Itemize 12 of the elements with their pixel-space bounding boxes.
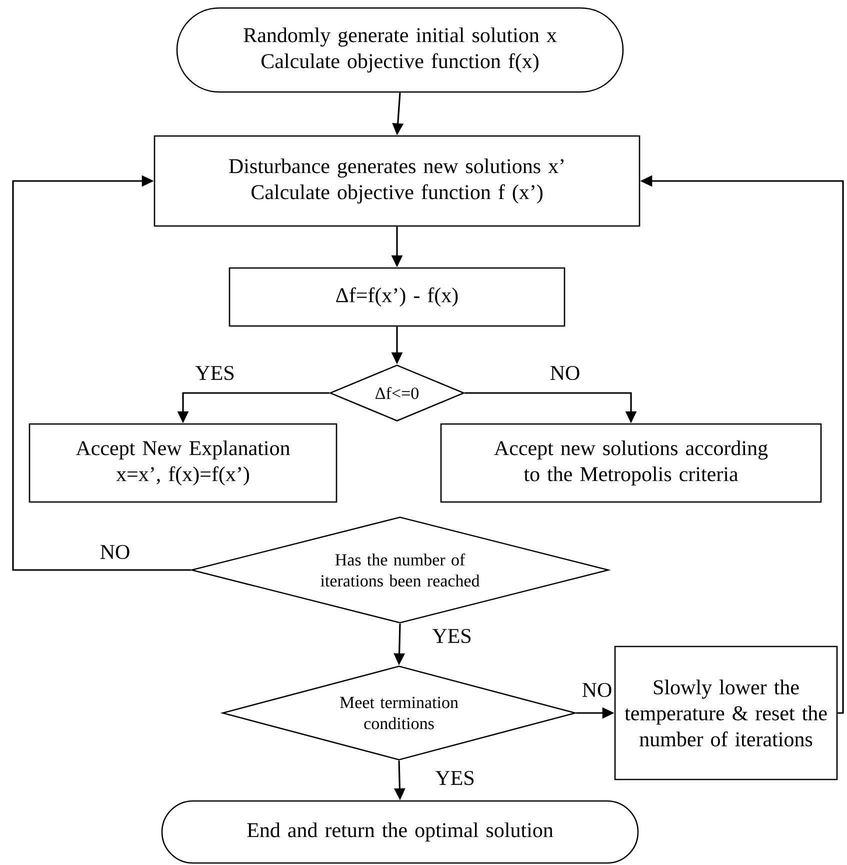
process-box: Accept new solutions according to the Metropolis criteria [440,423,822,503]
process-box: Slowly lower the temperature & reset the number of iterations [614,646,838,780]
edge-label: YES [431,628,473,644]
arrow [12,175,191,571]
process-box: Accept New Explanation x=x’, f(x)=f(x’) [28,423,338,503]
process-box: Disturbance generates new solutions x’ Calculate objective function f (x’) [154,135,640,227]
edge-label: NO [548,364,582,382]
edge-label: NO [580,682,614,698]
edge-label: YES [434,770,476,786]
process-box: Δf=f(x’) - f(x) [228,267,566,327]
edge-label: YES [194,364,236,382]
edge-label: NO [98,544,132,560]
